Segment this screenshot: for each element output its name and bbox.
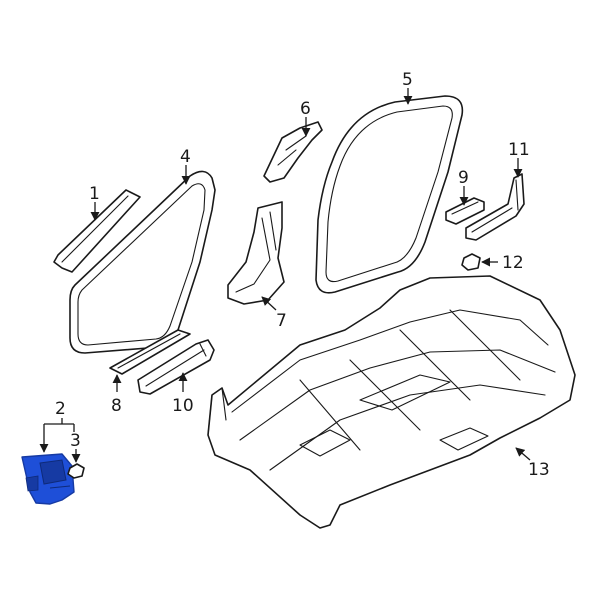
part-13-floor-carpet — [207, 275, 576, 529]
leader-13 — [515, 447, 531, 461]
callout-7: 7 — [276, 311, 287, 331]
callout-2: 2 — [55, 399, 66, 419]
part-12-clip — [461, 253, 481, 271]
callout-3: 3 — [70, 431, 81, 451]
callout-1: 1 — [89, 184, 100, 204]
part-1-a-pillar-trim — [53, 189, 141, 273]
part-7-lower-b-pillar-trim — [227, 201, 285, 305]
leader-lines — [44, 88, 531, 463]
leader-7 — [261, 296, 277, 311]
callout-13: 13 — [528, 460, 550, 480]
leader-2 — [44, 418, 74, 452]
part-8-front-sill-plate — [109, 329, 191, 375]
callout-8: 8 — [111, 396, 122, 416]
callout-11: 11 — [508, 140, 530, 160]
part-10-front-scuff-plate — [137, 339, 215, 395]
callout-12: 12 — [502, 253, 524, 273]
part-6-upper-b-pillar-trim — [263, 121, 323, 183]
callout-5: 5 — [402, 70, 413, 90]
callout-9: 9 — [458, 168, 469, 188]
part-2-kick-panel — [21, 453, 75, 505]
callout-10: 10 — [172, 396, 194, 416]
part-9-rear-sill-clip — [445, 197, 485, 225]
callout-numbers: 1 4 6 5 9 11 12 7 8 10 13 2 3 — [55, 70, 550, 480]
callout-6: 6 — [300, 99, 311, 119]
part-11-rear-scuff-plate — [465, 173, 525, 241]
callout-4: 4 — [180, 147, 191, 167]
part-5-rear-door-weatherstrip — [315, 95, 464, 294]
part-3-clip — [67, 463, 85, 479]
